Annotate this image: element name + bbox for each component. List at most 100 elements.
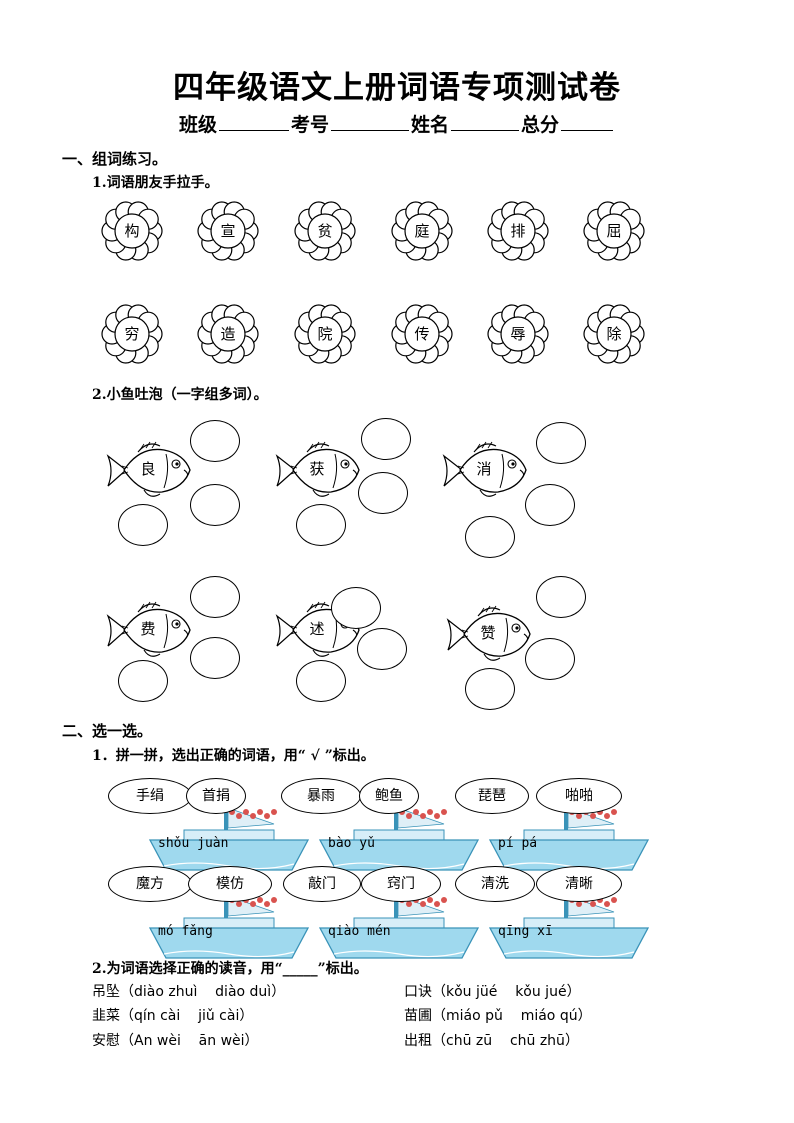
page-title: 四年级语文上册词语专项测试卷	[173, 70, 621, 106]
fish-6: 赞	[444, 600, 534, 668]
answer-bubble[interactable]	[118, 660, 168, 702]
answer-bubble[interactable]	[536, 422, 586, 464]
answer-bubble[interactable]	[525, 638, 575, 680]
word-option-right[interactable]: 模仿	[188, 866, 272, 902]
reading-word: 韭菜	[92, 1008, 120, 1024]
name-blank[interactable]	[451, 112, 520, 131]
flower-flowers_row2-4[interactable]: 传	[390, 302, 454, 366]
fish-4: 费	[104, 596, 194, 664]
answer-bubble[interactable]	[118, 504, 168, 546]
flower-flowers_row1-3[interactable]: 贫	[293, 199, 357, 263]
word-option-left[interactable]: 敲门	[283, 866, 361, 902]
fish-character: 费	[140, 620, 156, 638]
reading-option-a[interactable]: An wèi	[134, 1033, 181, 1049]
flower-flowers_row2-6[interactable]: 除	[582, 302, 646, 366]
boat-pinyin: qīng xī	[498, 924, 553, 939]
fish-character: 消	[476, 460, 492, 478]
flower-character: 构	[124, 222, 140, 240]
word-option-left[interactable]: 魔方	[108, 866, 192, 902]
flower-flowers_row1-4[interactable]: 庭	[390, 199, 454, 263]
reading-option-b[interactable]: diào duì	[215, 984, 272, 1000]
section1-q2: 2.小鱼吐泡（一字组多词）。	[92, 387, 268, 403]
flower-flowers_row1-2[interactable]: 宣	[196, 199, 260, 263]
fish-character: 良	[140, 460, 156, 478]
number-label: 考号	[290, 114, 329, 136]
reading-option-b[interactable]: kǒu jué	[515, 984, 567, 1000]
boat-4: mó fǎng	[144, 890, 314, 962]
word-option-left[interactable]: 琵琶	[455, 778, 529, 814]
reading-option-a[interactable]: chū zū	[446, 1033, 493, 1049]
boat-pinyin: mó fǎng	[158, 924, 213, 939]
word-option-right[interactable]: 清晰	[536, 866, 622, 902]
flower-flowers_row2-1[interactable]: 穷	[100, 302, 164, 366]
section2-q1: 1．拼一拼，选出正确的词语，用“ √ ”标出。	[92, 748, 375, 764]
reading-word: 苗圃	[404, 1008, 432, 1024]
flower-flowers_row1-5[interactable]: 排	[486, 199, 550, 263]
score-label: 总分	[521, 114, 560, 136]
boat-2: bào yǔ	[314, 802, 484, 874]
flower-flowers_row2-5[interactable]: 辱	[486, 302, 550, 366]
answer-bubble[interactable]	[190, 576, 240, 618]
flower-flowers_row1-1[interactable]: 构	[100, 199, 164, 263]
word-option-right[interactable]: 啪啪	[536, 778, 622, 814]
section2-heading: 二、选一选。	[62, 722, 153, 740]
reading-item: 吊坠（diào zhuì diào duì）	[92, 984, 286, 1000]
word-option-right[interactable]: 窍门	[361, 866, 441, 902]
answer-bubble[interactable]	[190, 484, 240, 526]
answer-bubble[interactable]	[525, 484, 575, 526]
answer-bubble[interactable]	[190, 637, 240, 679]
flower-character: 庭	[414, 222, 430, 240]
class-blank[interactable]	[218, 112, 289, 131]
boat-pinyin: pí pá	[498, 836, 538, 851]
reading-word: 出租	[404, 1033, 432, 1049]
reading-option-a[interactable]: diào zhuì	[134, 984, 198, 1000]
number-blank[interactable]	[331, 112, 409, 131]
word-option-left[interactable]: 手绢	[108, 778, 192, 814]
name-label: 姓名	[411, 114, 450, 136]
flower-flowers_row1-6[interactable]: 屈	[582, 199, 646, 263]
flower-character: 造	[220, 325, 236, 343]
reading-option-b[interactable]: chū zhū	[509, 1033, 565, 1049]
boat-3: pí pá	[484, 802, 654, 874]
answer-bubble[interactable]	[331, 587, 381, 629]
answer-bubble[interactable]	[465, 668, 515, 710]
boat-pinyin: bào yǔ	[328, 836, 375, 851]
answer-bubble[interactable]	[465, 516, 515, 558]
word-option-right[interactable]: 鲍鱼	[359, 778, 419, 814]
answer-bubble[interactable]	[296, 504, 346, 546]
score-blank[interactable]	[561, 112, 614, 131]
flower-flowers_row2-3[interactable]: 院	[293, 302, 357, 366]
section1-heading: 一、组词练习。	[62, 150, 168, 168]
reading-option-b[interactable]: jiǔ cài	[198, 1008, 240, 1024]
section1-q1: 1.词语朋友手拉手。	[92, 175, 219, 191]
reading-option-a[interactable]: miáo pǔ	[446, 1008, 503, 1024]
word-option-left[interactable]: 暴雨	[281, 778, 361, 814]
flower-character: 辱	[510, 325, 526, 343]
flower-character: 穷	[124, 325, 140, 343]
flower-character: 排	[510, 222, 526, 240]
answer-bubble[interactable]	[190, 420, 240, 462]
fish-character: 获	[309, 460, 325, 478]
fish-character: 述	[309, 620, 325, 638]
boat-pinyin: shǒu juàn	[158, 836, 229, 851]
reading-word: 安慰	[92, 1033, 120, 1049]
answer-bubble[interactable]	[361, 418, 411, 460]
answer-bubble[interactable]	[536, 576, 586, 618]
word-option-right[interactable]: 首捐	[186, 778, 246, 814]
flower-character: 屈	[606, 222, 622, 240]
fish-3: 消	[440, 436, 530, 504]
reading-option-a[interactable]: qín cài	[134, 1008, 181, 1024]
answer-bubble[interactable]	[357, 628, 407, 670]
answer-bubble[interactable]	[358, 472, 408, 514]
flower-character: 贫	[317, 222, 333, 240]
reading-item: 口诀（kǒu jüé kǒu jué）	[404, 984, 581, 1000]
reading-option-b[interactable]: ān wèi	[198, 1033, 245, 1049]
reading-option-a[interactable]: kǒu jüé	[446, 984, 498, 1000]
word-option-left[interactable]: 清洗	[455, 866, 535, 902]
answer-bubble[interactable]	[296, 660, 346, 702]
flower-flowers_row2-2[interactable]: 造	[196, 302, 260, 366]
section2-q2: 2.为词语选择正确的读音，用“_____”标出。	[92, 961, 368, 977]
flower-character: 传	[414, 325, 430, 343]
boat-pinyin: qiào mén	[328, 924, 391, 939]
reading-option-b[interactable]: miáo qú	[520, 1008, 578, 1024]
